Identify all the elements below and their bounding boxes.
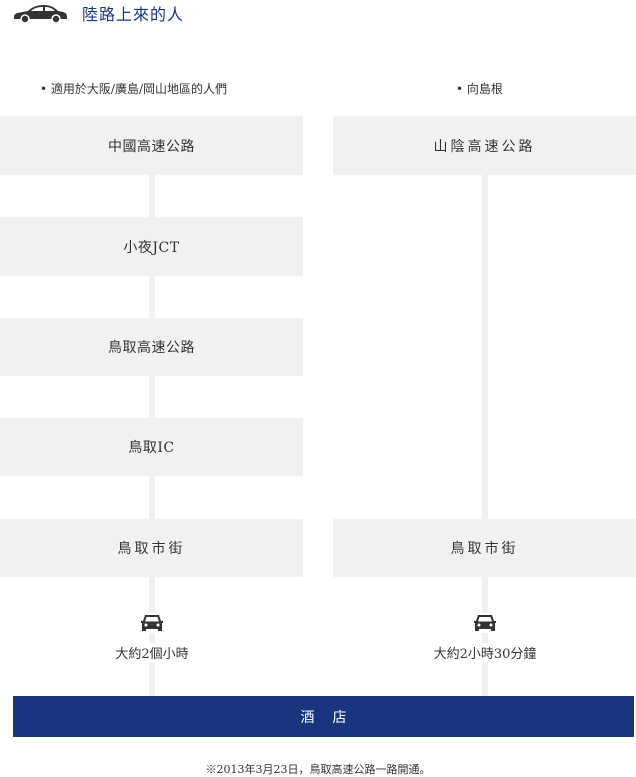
right-route-note: • 向島根: [456, 82, 503, 96]
connector-line: [149, 175, 155, 217]
connector-line: [149, 476, 155, 519]
section-title: 陸路上來的人: [82, 5, 185, 24]
route-step-sanin-expressway: 山陰高速公路: [333, 116, 636, 175]
car-icon: [14, 5, 67, 24]
connector-line: [482, 577, 488, 696]
travel-time-left: 大約2個小時: [100, 643, 204, 662]
car-icon: [140, 613, 164, 633]
travel-time-right: 大約2小時30分鐘: [420, 643, 550, 662]
connector-line: [149, 376, 155, 418]
footnote: ※2013年3月23日，鳥取高速公路一路開通。: [205, 763, 431, 776]
route-step-tottori-ic: 鳥取IC: [0, 418, 303, 476]
route-step-sayo-jct: 小夜JCT: [0, 217, 303, 276]
route-step-tottori-city: 鳥取市街: [333, 519, 636, 577]
route-step-tottori-city: 鳥取市街: [0, 519, 303, 577]
route-step-tottori-expressway: 鳥取高速公路: [0, 318, 303, 376]
connector-line: [482, 175, 488, 519]
section-header: 陸路上來的人: [12, 0, 184, 26]
destination-hotel: 酒店: [13, 696, 634, 737]
left-route-note: • 適用於大阪/廣島/岡山地區的人們: [40, 82, 227, 96]
car-icon: [473, 613, 497, 633]
route-step-chugoku-expressway: 中國高速公路: [0, 116, 303, 175]
connector-line: [149, 276, 155, 318]
connector-line: [149, 577, 155, 696]
